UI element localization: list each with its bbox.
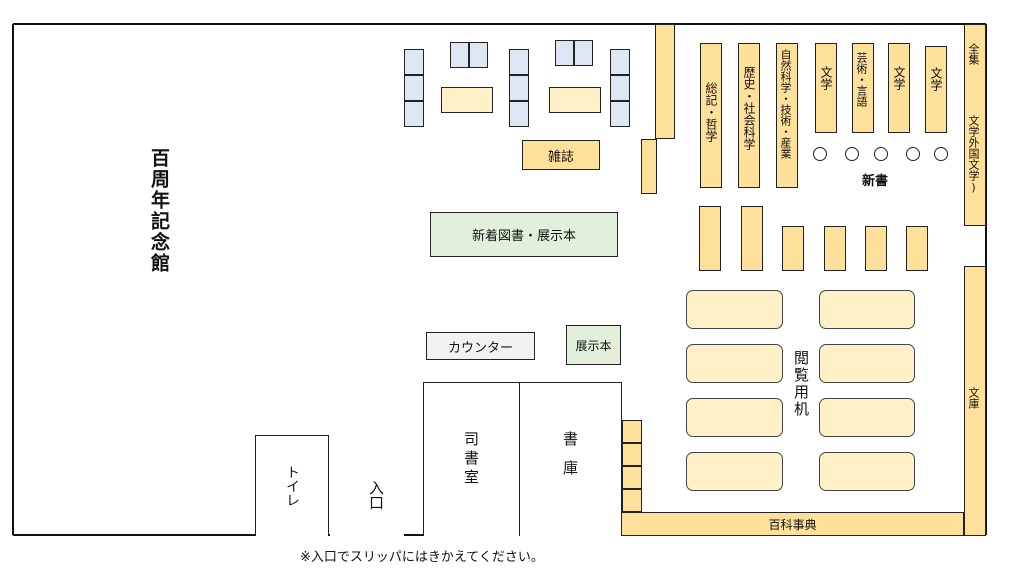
new-books-rack: [874, 147, 888, 161]
complete-works-foreign-lit-shelf: 全集 文学外国文学): [964, 24, 986, 226]
reading-table: [819, 344, 915, 383]
carrel-seat: [610, 75, 630, 101]
middle-shelf: [782, 226, 804, 271]
counter: カウンター: [426, 332, 535, 360]
carrel-seat: [610, 101, 630, 127]
carrel-seat: [450, 42, 469, 68]
reading-tables-label: 閲覧用机: [792, 350, 810, 418]
stacks-label: 書庫: [561, 430, 579, 489]
shelf-history-social: 歴史・社会科学: [738, 43, 760, 188]
carrel-desk: [549, 87, 601, 113]
carrel-seat: [469, 42, 488, 68]
reading-table: [819, 398, 915, 437]
new-arrivals-display: 新着図書・展示本: [430, 212, 618, 257]
carrel-seat: [574, 40, 593, 66]
magazine-shelf: 雑誌: [522, 140, 600, 170]
shelf-general-philosophy-label: 総記・哲学: [704, 82, 718, 142]
new-arrivals-label: 新着図書・展示本: [471, 229, 576, 244]
encyclopedia-shelf: 百科事典: [621, 512, 964, 536]
librarian-room: 司書室: [423, 382, 520, 536]
shelf-literature-3-label: 文学: [929, 67, 943, 91]
stacks-shelf-step: [622, 489, 642, 512]
shelf-science-tech: 自然科学・技術・産業: [776, 43, 798, 188]
stacks-shelf-step: [622, 420, 642, 443]
middle-shelf: [741, 206, 763, 271]
reading-table: [686, 452, 783, 491]
magazine-label: 雑誌: [547, 149, 574, 165]
stacks-shelf-step: [622, 443, 642, 466]
complete-works-label: 全集: [967, 43, 980, 65]
shelf-literature-2-label: 文学: [892, 66, 906, 90]
stacks-shelf-step: [622, 466, 642, 489]
new-books-rack: [906, 147, 920, 161]
new-books-label: 新書: [862, 174, 889, 189]
carrel-seat: [509, 101, 529, 127]
counter-label: カウンター: [447, 340, 513, 356]
reading-table: [686, 398, 783, 437]
carrel-seat: [404, 101, 424, 127]
foreign-literature-label: 文学外国文学): [967, 115, 980, 194]
carrel-seat: [509, 49, 529, 75]
middle-shelf: [824, 226, 846, 271]
reading-table: [686, 290, 783, 329]
shelf-literature-2: 文学: [888, 43, 910, 133]
middle-shelf: [699, 206, 721, 271]
reading-table: [819, 290, 915, 329]
shelf-general-philosophy: 総記・哲学: [700, 43, 722, 188]
shelf-literature-1-label: 文学: [819, 66, 833, 90]
wall-shelf: [655, 24, 675, 139]
carrel-desk: [441, 87, 493, 113]
encyclopedia-label: 百科事典: [768, 517, 817, 532]
display-books-label: 展示本: [575, 338, 612, 353]
stacks-room: 書庫: [519, 382, 622, 536]
shelf-arts-language-label: 芸術・言語: [855, 52, 868, 107]
shelf-arts-language: 芸術・言語: [852, 43, 874, 133]
new-books-rack: [845, 147, 859, 161]
middle-shelf: [865, 226, 887, 271]
bunko-label: 文庫: [967, 387, 980, 409]
toilet-label: トイレ: [284, 465, 300, 507]
carrel-seat: [404, 75, 424, 101]
carrel-seat: [509, 75, 529, 101]
shelf-literature-3: 文学: [925, 46, 947, 133]
carrel-seat: [610, 49, 630, 75]
memorial-hall-label: 百周年記念館: [148, 148, 170, 274]
display-books: 展示本: [566, 325, 621, 365]
bunko-shelf: 文庫: [964, 266, 986, 536]
shelf-science-tech-label: 自然科学・技術・産業: [779, 49, 792, 159]
new-books-rack: [813, 147, 827, 161]
footnote: ※入口でスリッパにはきかえてください。: [300, 550, 544, 565]
new-books-rack: [934, 147, 948, 161]
wall-shelf: [641, 139, 657, 194]
shelf-history-social-label: 歴史・社会科学: [742, 66, 756, 150]
librarian-room-label: 司書室: [462, 431, 480, 488]
reading-table: [819, 452, 915, 491]
carrel-seat: [555, 40, 574, 66]
shelf-literature-1: 文学: [815, 43, 837, 133]
reading-table: [686, 344, 783, 383]
carrel-seat: [404, 49, 424, 75]
middle-shelf: [906, 226, 928, 271]
toilet-room: トイレ: [255, 435, 329, 536]
entrance-label: 入口: [367, 480, 385, 510]
